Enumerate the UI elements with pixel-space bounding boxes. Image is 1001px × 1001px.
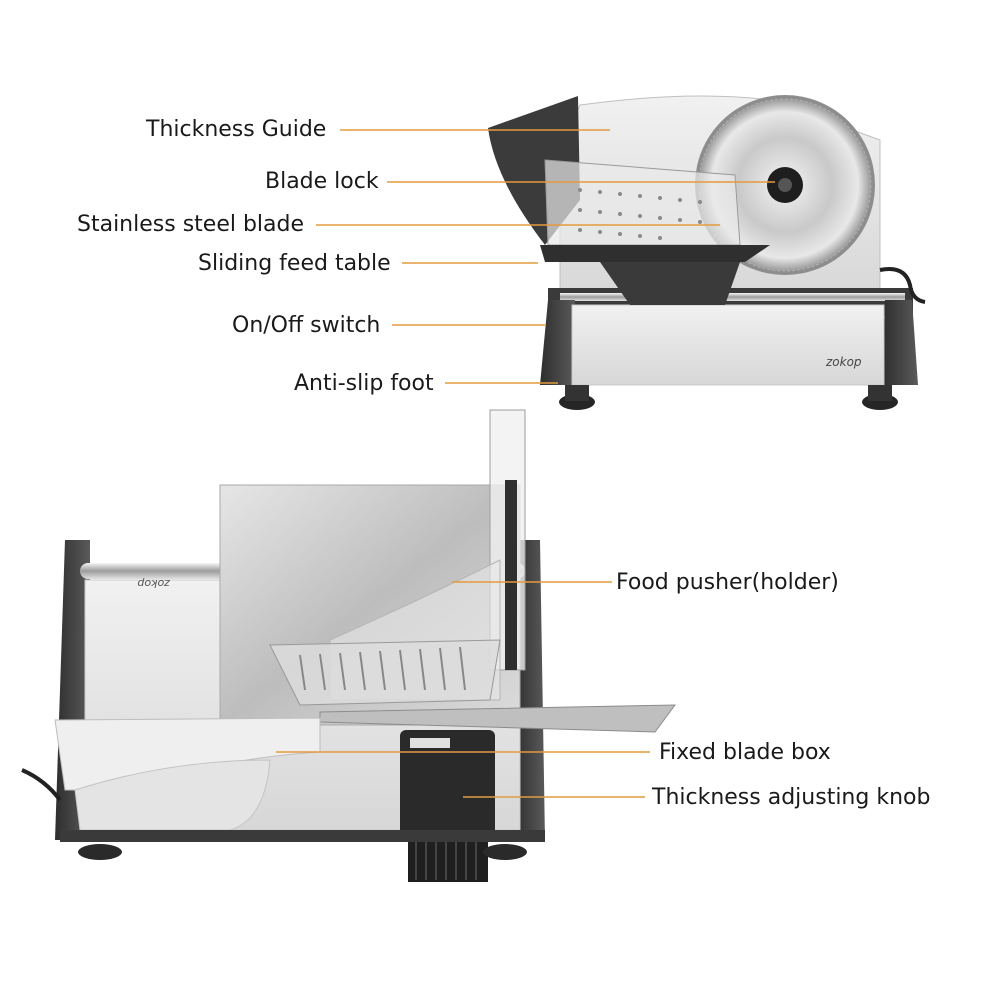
top-slicer: zokop <box>488 95 926 410</box>
leader-lines <box>276 129 775 798</box>
label-stainless-steel-blade: Stainless steel blade <box>77 212 305 237</box>
label-food-pusher: Food pusher(holder) <box>616 570 839 595</box>
label-thickness-adjusting-knob: Thickness adjusting knob <box>652 785 931 810</box>
label-sliding-feed-table: Sliding feed table <box>198 251 391 276</box>
bottom-slicer: zokop <box>21 409 677 882</box>
label-anti-slip-foot: Anti-slip foot <box>294 371 434 396</box>
label-on-off-switch: On/Off switch <box>232 313 381 338</box>
label-blade-lock: Blade lock <box>265 169 379 194</box>
label-thickness-guide: Thickness Guide <box>146 117 327 142</box>
label-fixed-blade-box: Fixed blade box <box>659 740 831 765</box>
svg-text:zokop: zokop <box>137 577 171 590</box>
brand-logo: zokop <box>825 355 862 369</box>
